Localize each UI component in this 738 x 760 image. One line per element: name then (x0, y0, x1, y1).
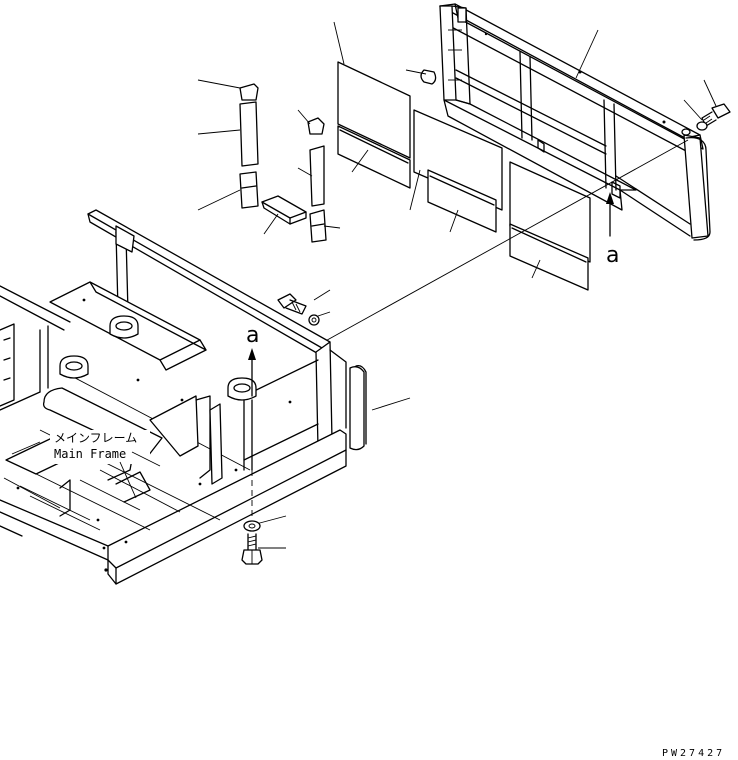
washer-bottom (243, 520, 261, 532)
view-arrow-top: a (606, 192, 619, 268)
main-frame (0, 209, 347, 585)
washer-middle (308, 314, 320, 326)
insulation-panel-6 (509, 223, 589, 291)
leader-lines (197, 21, 717, 549)
drawing-code: PW27427 (662, 748, 725, 759)
insulation-panel-2 (337, 125, 411, 189)
insulation-panel-4 (427, 169, 497, 233)
side-cover (349, 364, 367, 451)
bolt-bottom (241, 533, 263, 565)
foam-block-7 (309, 209, 327, 243)
view-marker-bottom-label: a (246, 323, 259, 348)
foam-block-1 (239, 83, 259, 101)
main-frame-label: メインフレーム Main Frame (50, 430, 161, 499)
bolt-top (701, 103, 731, 127)
foam-block-4 (261, 195, 307, 225)
insulation-panel-3 (413, 109, 503, 211)
view-arrow-bottom: a (246, 323, 259, 397)
insulation-panel-5 (509, 161, 591, 263)
foam-block-2 (239, 101, 259, 167)
view-marker-top-label: a (606, 243, 619, 268)
bolt-middle (277, 293, 307, 315)
washer-top (696, 121, 708, 131)
main-frame-label-en: Main Frame (54, 447, 126, 461)
foam-block-3 (239, 171, 259, 209)
insulation-panel-1 (337, 61, 411, 159)
foam-block-6 (309, 145, 325, 207)
foam-block-5 (307, 117, 325, 135)
main-frame-label-jp: メインフレーム (54, 431, 137, 445)
cover-frame (420, 3, 711, 241)
nut-top (681, 128, 691, 136)
